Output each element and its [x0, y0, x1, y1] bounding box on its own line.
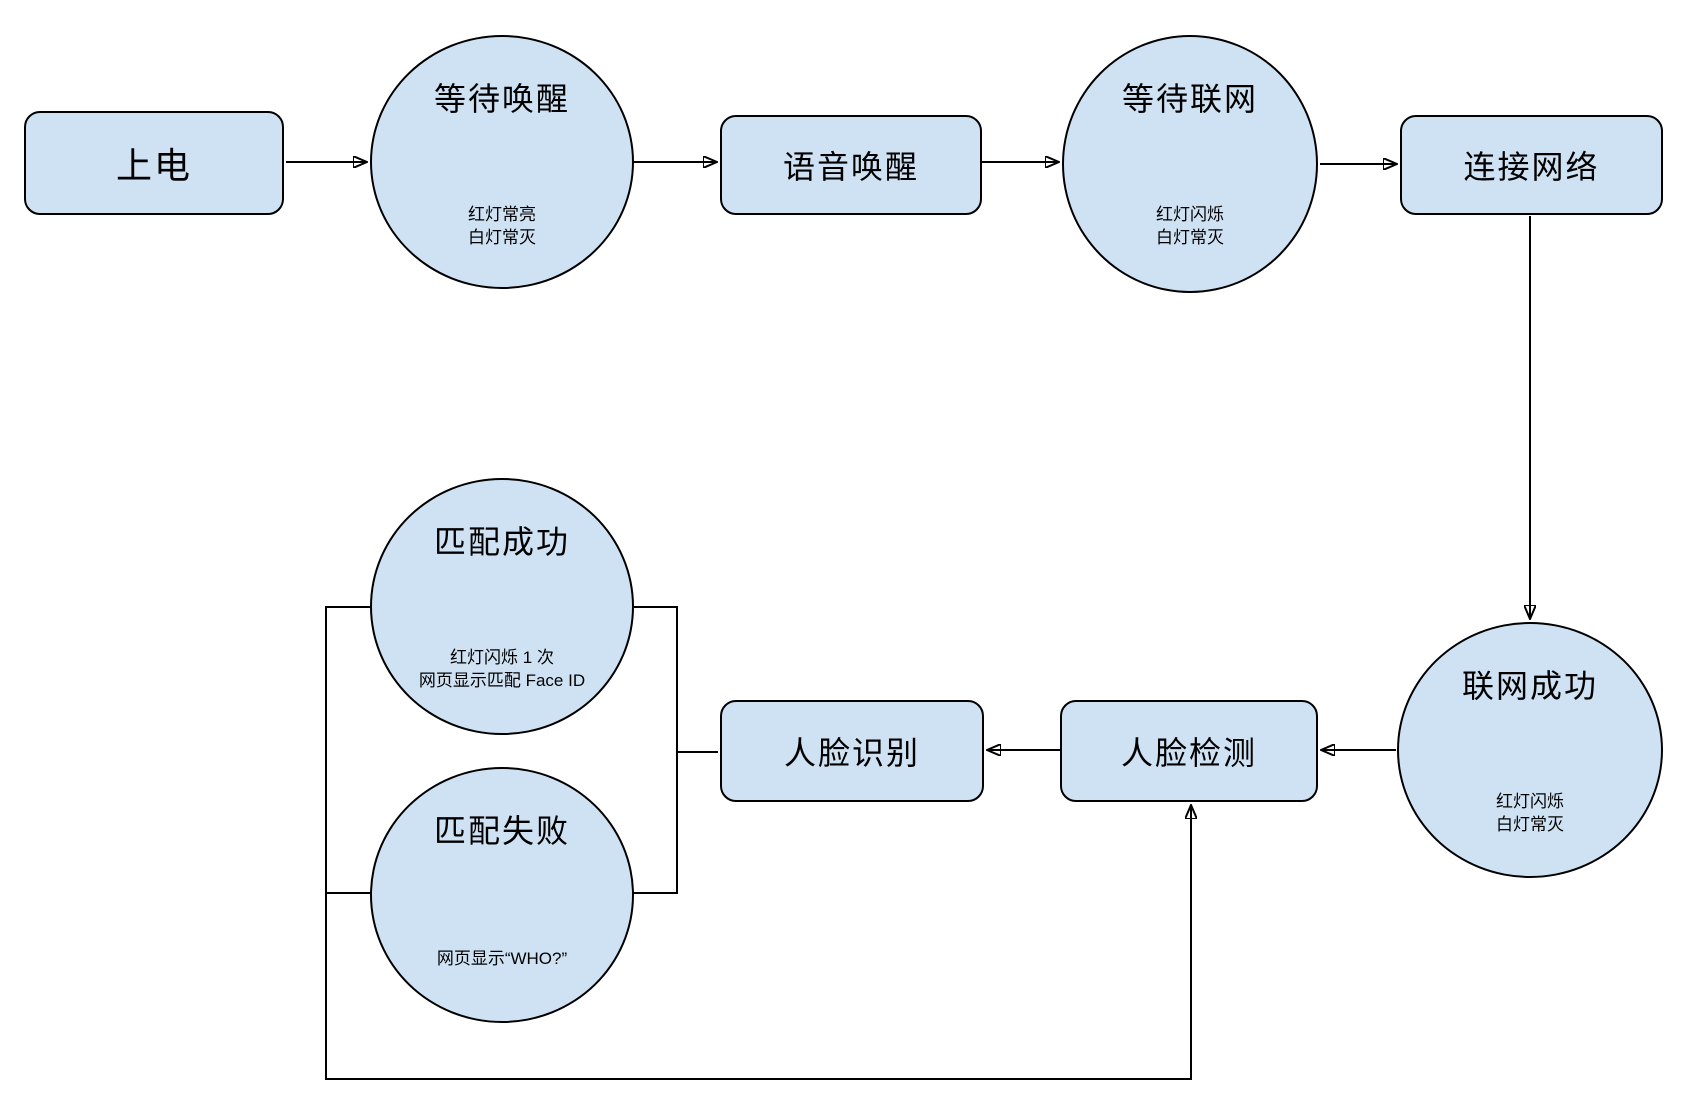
node-wait-wake: 等待唤醒 红灯常亮 白灯常灭: [370, 35, 634, 289]
note-line: 白灯常灭: [468, 228, 536, 247]
node-voice-wake: 语音唤醒: [720, 115, 982, 215]
node-match-fail: 匹配失败 网页显示“WHO?”: [370, 767, 634, 1023]
node-match-fail-notes: 网页显示“WHO?”: [372, 947, 632, 970]
node-voice-wake-label: 语音唤醒: [782, 149, 919, 185]
note-line: 红灯闪烁: [1156, 205, 1224, 224]
node-network-success: 联网成功 红灯闪烁 白灯常灭: [1397, 622, 1663, 878]
node-power-on: 上电: [24, 111, 284, 215]
node-match-fail-label: 匹配失败: [433, 813, 570, 849]
node-connect-network-label: 连接网络: [1463, 149, 1600, 185]
node-match-success-notes: 红灯闪烁 1 次 网页显示匹配 Face ID: [372, 646, 632, 692]
node-connect-network: 连接网络: [1400, 115, 1663, 215]
note-line: 红灯常亮: [468, 205, 536, 224]
note-line: 红灯闪烁 1 次: [450, 648, 554, 667]
node-match-success-label: 匹配成功: [433, 524, 570, 560]
note-line: 白灯常灭: [1496, 815, 1564, 834]
node-face-recognize: 人脸识别: [720, 700, 984, 802]
node-wait-network-notes: 红灯闪烁 白灯常灭: [1064, 203, 1316, 249]
node-network-success-label: 联网成功: [1461, 668, 1598, 704]
node-network-success-notes: 红灯闪烁 白灯常灭: [1399, 790, 1661, 836]
node-wait-network: 等待联网 红灯闪烁 白灯常灭: [1062, 35, 1318, 293]
node-face-detect: 人脸检测: [1060, 700, 1318, 802]
node-face-recognize-label: 人脸识别: [783, 735, 920, 771]
note-line: 红灯闪烁: [1496, 792, 1564, 811]
node-match-success: 匹配成功 红灯闪烁 1 次 网页显示匹配 Face ID: [370, 478, 634, 735]
node-face-detect-label: 人脸检测: [1120, 735, 1257, 771]
node-wait-wake-notes: 红灯常亮 白灯常灭: [372, 203, 632, 249]
edge-match-success-loop-to-face-detect: [325, 606, 1191, 1080]
note-line: 网页显示“WHO?”: [436, 949, 568, 968]
node-wait-network-label: 等待联网: [1121, 81, 1258, 117]
note-line: 网页显示匹配 Face ID: [418, 671, 586, 690]
node-power-on-label: 上电: [115, 145, 192, 186]
node-wait-wake-label: 等待唤醒: [433, 81, 570, 117]
edge-face-recognize-branch-bracket: [632, 606, 678, 894]
note-line: 白灯常灭: [1156, 228, 1224, 247]
